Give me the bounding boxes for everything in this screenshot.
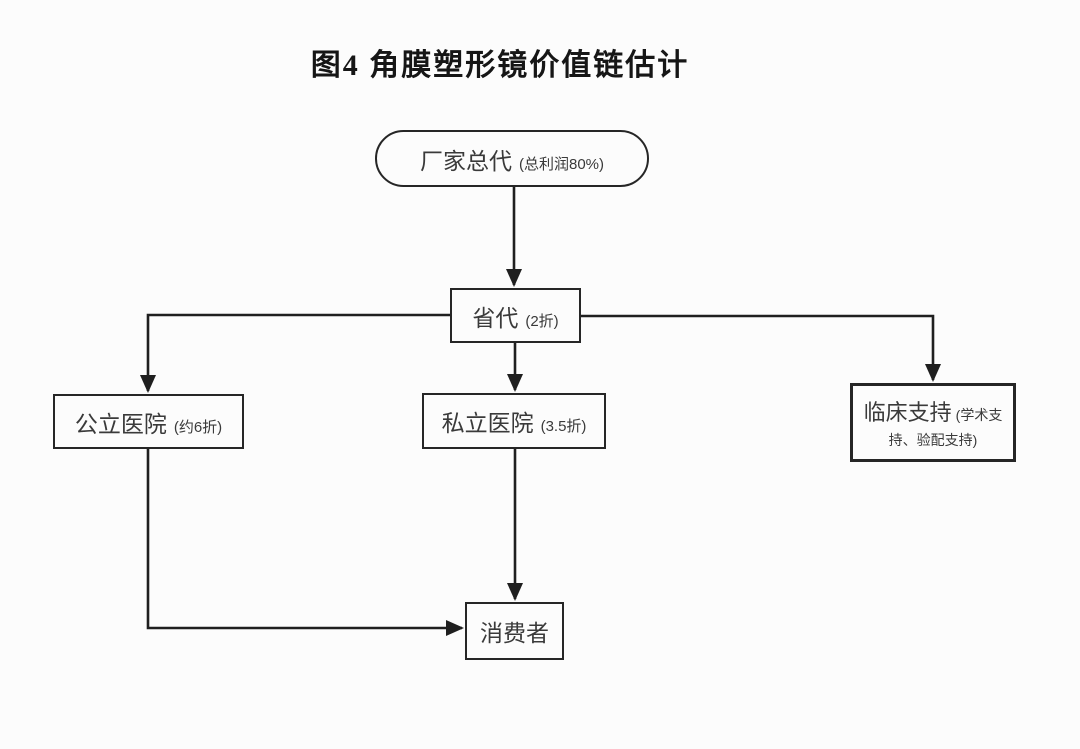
node-label: 消费者 — [480, 620, 549, 646]
edge-public-hospital-to-consumer — [146, 449, 464, 636]
node-text: 公立医院 (约6折) — [75, 405, 222, 439]
node-manufacturer-general-agent: 厂家总代 (总利润80%) — [375, 130, 649, 187]
node-consumer: 消费者 — [465, 602, 564, 660]
node-label: 私立医院 — [441, 410, 534, 436]
node-text: 消费者 — [480, 614, 549, 648]
node-note: (2折) — [525, 312, 559, 330]
node-note: (总利润80%) — [518, 155, 604, 173]
node-note: (学术支持、验配支持) — [888, 407, 1003, 448]
node-note: (约6折) — [173, 418, 223, 436]
node-clinical-support: 临床支持(学术支持、验配支持) — [850, 383, 1016, 462]
node-label: 省代 — [472, 304, 519, 331]
node-public-hospital: 公立医院 (约6折) — [53, 394, 244, 449]
node-label: 厂家总代 — [419, 147, 512, 174]
edge-provincial-to-clinical-support — [581, 314, 941, 382]
node-private-hospital: 私立医院 (3.5折) — [422, 393, 606, 449]
node-label: 临床支持 — [863, 400, 952, 425]
node-label: 公立医院 — [74, 410, 167, 437]
node-text: 省代 (2折) — [472, 299, 558, 333]
node-text: 厂家总代 (总利润80%) — [420, 142, 604, 176]
node-text: 私立医院 (3.5折) — [442, 404, 587, 438]
node-note: (3.5折) — [540, 418, 587, 435]
edge-provincial-to-public-hospital — [140, 313, 450, 393]
figure-title: 图4 角膜塑形镜价值链估计 — [310, 49, 690, 82]
node-provincial-agent: 省代 (2折) — [450, 288, 581, 343]
